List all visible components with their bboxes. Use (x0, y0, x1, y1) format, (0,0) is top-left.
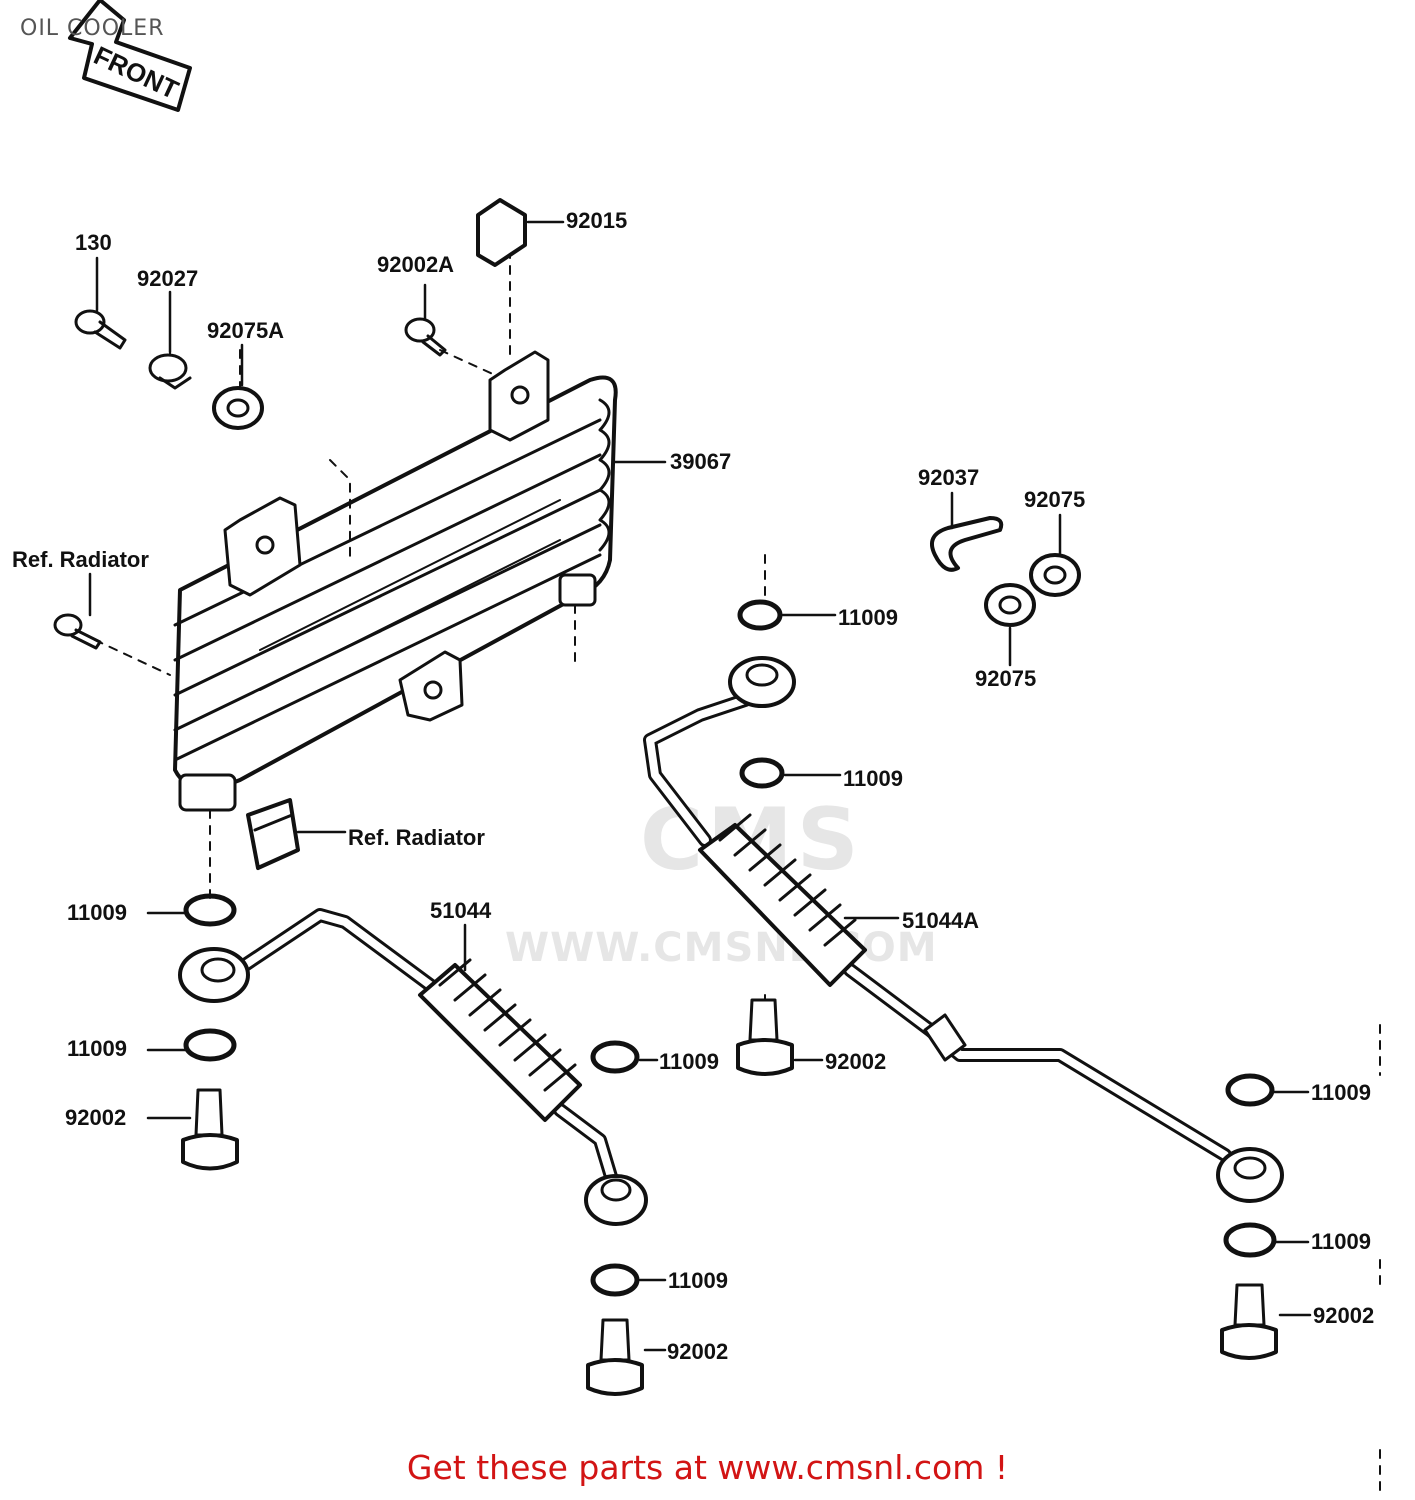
callout-92002-c: 92002 (667, 1339, 729, 1364)
grommet-92075a-icon (212, 386, 264, 430)
callout-11009-d: 11009 (67, 1036, 127, 1061)
footer-link-text[interactable]: Get these parts at www.cmsnl.com ! (406, 1448, 1009, 1487)
page-title: OIL COOLER (20, 16, 165, 41)
grommet-92075-top-icon (1029, 553, 1081, 597)
callout-ref-radiator-bottom: Ref. Radiator (348, 825, 485, 850)
oil-cooler-core (173, 350, 618, 812)
washer-icon (183, 599, 1277, 1297)
bolt-130-icon (74, 309, 127, 350)
clip-92015-icon (476, 198, 527, 267)
grommet-92075-bottom-icon (984, 583, 1036, 627)
callout-11009-a: 11009 (838, 605, 898, 630)
callout-39067: 39067 (670, 449, 732, 474)
callout-92002a: 92002A (377, 252, 455, 277)
banjo-bolt-icon (181, 998, 1278, 1396)
collar-92027-icon (148, 353, 192, 390)
callout-92075-bottom: 92075 (975, 666, 1037, 691)
callout-92075a: 92075A (207, 318, 285, 343)
callout-11009-b: 11009 (843, 766, 903, 791)
callout-92015: 92015 (566, 208, 628, 233)
callout-51044a: 51044A (902, 908, 980, 933)
callout-51044: 51044 (430, 898, 492, 923)
clip-ref-radiator-icon (246, 798, 300, 870)
callout-ref-radiator-top: Ref. Radiator (12, 547, 149, 572)
callout-11009-h: 11009 (1311, 1229, 1371, 1254)
callout-130: 130 (75, 230, 112, 255)
oil-hose-51044 (178, 908, 648, 1226)
oil-hose-51044a (643, 656, 1284, 1203)
callout-92002-d: 92002 (1313, 1303, 1375, 1328)
clip-92037-icon (930, 516, 1004, 572)
callout-92002-a: 92002 (65, 1105, 127, 1130)
callout-92027: 92027 (137, 266, 199, 291)
bolt-92002a-icon (404, 317, 447, 357)
callout-11009-g: 11009 (1311, 1080, 1371, 1105)
callout-92037: 92037 (918, 465, 980, 490)
front-arrow-icon (68, 0, 192, 112)
callout-92002-b: 92002 (825, 1049, 887, 1074)
callout-11009-f: 11009 (668, 1268, 728, 1293)
callout-11009-c: 11009 (67, 900, 127, 925)
callout-11009-e: 11009 (659, 1049, 719, 1074)
callout-92075-top: 92075 (1024, 487, 1086, 512)
bolt-ref-radiator-icon (53, 613, 102, 650)
